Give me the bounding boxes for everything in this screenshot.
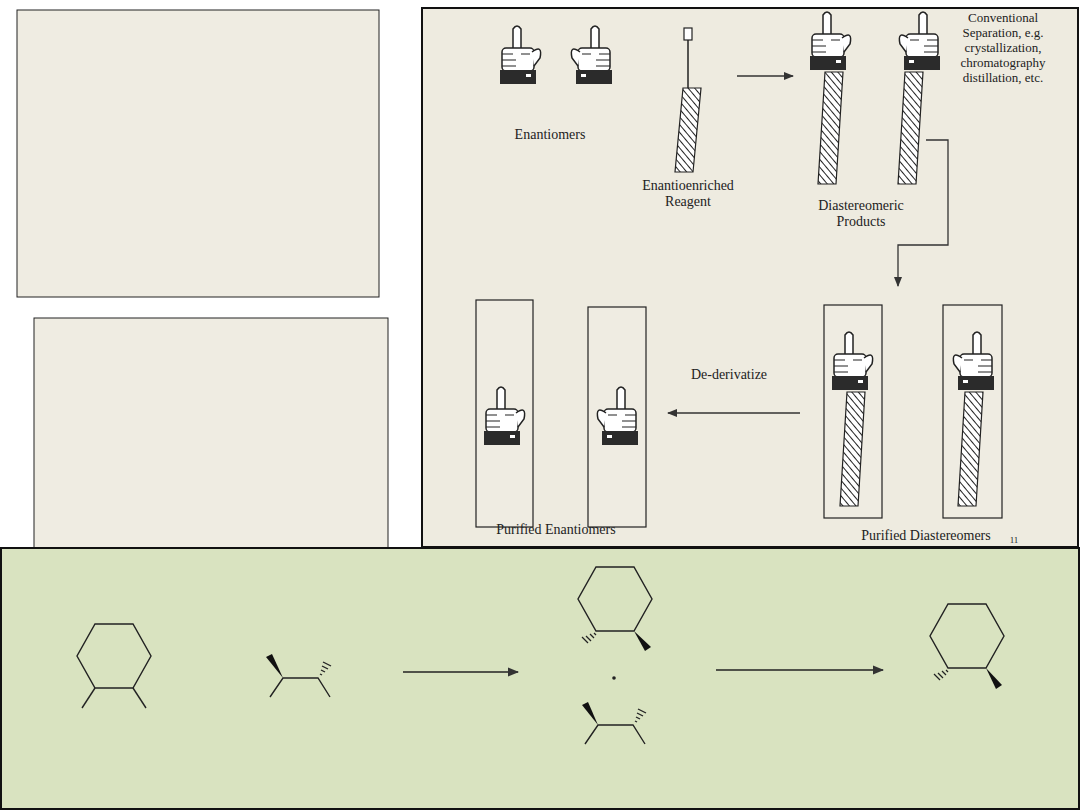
caption-label: Purified Enantiomers bbox=[496, 522, 615, 538]
caption-label: Diastereomeric Products bbox=[801, 198, 921, 230]
empty-panel bbox=[17, 10, 379, 297]
scheme-panel bbox=[422, 8, 1078, 547]
caption-label: Purified Diastereomers bbox=[861, 528, 990, 544]
empty-panel bbox=[34, 318, 388, 554]
caption-label: Enantiomers bbox=[515, 127, 586, 143]
page-number: 11 bbox=[1010, 535, 1019, 545]
caption-label: Conventional Separation, e.g. crystalliz… bbox=[944, 11, 1062, 86]
caption-label: De-derivatize bbox=[691, 367, 767, 383]
caption-label: Enantioenriched Reagent bbox=[628, 178, 748, 210]
chemistry-panel bbox=[1, 548, 1079, 809]
